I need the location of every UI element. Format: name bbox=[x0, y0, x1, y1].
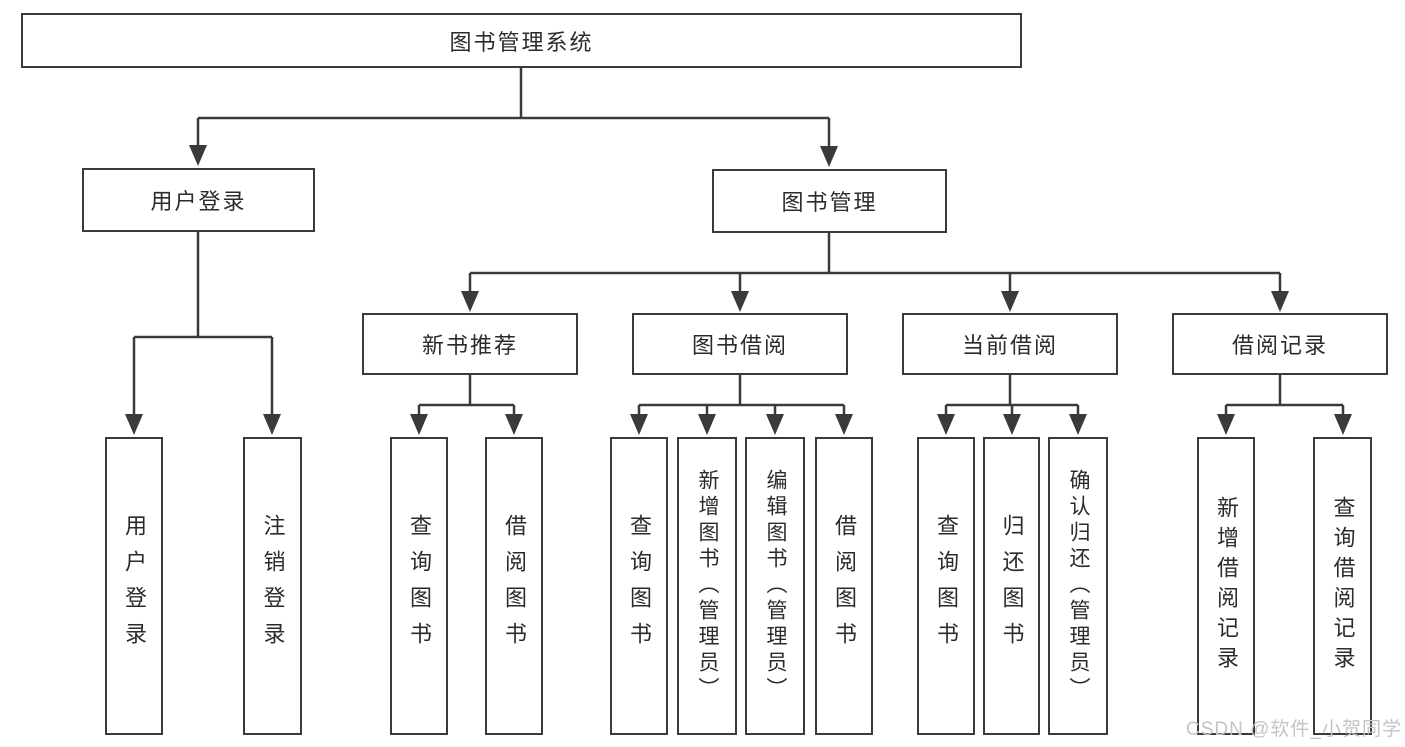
node-book-management: 图书管理 bbox=[712, 169, 947, 233]
leaf-add-book-admin: 新增图书（管理员） bbox=[677, 437, 737, 735]
node-label: 新增借阅记录 bbox=[1214, 496, 1239, 676]
arrowhead bbox=[461, 291, 479, 312]
connector-bookmgmt-to-level3 bbox=[468, 233, 1282, 293]
node-new-book-recommend: 新书推荐 bbox=[362, 313, 578, 375]
leaf-add-borrow-record: 新增借阅记录 bbox=[1197, 437, 1255, 735]
node-label: 确认归还（管理员） bbox=[1067, 469, 1090, 703]
node-label: 编辑图书（管理员） bbox=[764, 469, 787, 703]
arrowhead bbox=[698, 414, 716, 435]
node-label: 归还图书 bbox=[999, 514, 1025, 658]
arrowhead bbox=[630, 414, 648, 435]
node-label: 当前借阅 bbox=[961, 333, 1058, 358]
arrowhead bbox=[1217, 414, 1235, 435]
node-label: 新书推荐 bbox=[421, 333, 518, 358]
leaf-borrow-books-recommend: 借阅图书 bbox=[485, 437, 543, 735]
connector-login-to-leaves bbox=[132, 232, 274, 416]
leaf-confirm-return-admin: 确认归还（管理员） bbox=[1048, 437, 1108, 735]
csdn-watermark: CSDN @软件_小贺同学 bbox=[1186, 719, 1402, 740]
connector-root-to-level2 bbox=[196, 68, 831, 148]
arrowhead bbox=[189, 145, 207, 166]
connector-records-to-leaves bbox=[1224, 375, 1345, 416]
arrowhead bbox=[766, 414, 784, 435]
node-library-management-system: 图书管理系统 bbox=[21, 13, 1022, 68]
node-label: 图书借阅 bbox=[691, 333, 788, 358]
leaf-return-books: 归还图书 bbox=[983, 437, 1040, 735]
node-user-login: 用户登录 bbox=[82, 168, 315, 232]
arrowhead bbox=[937, 414, 955, 435]
connector-current-to-leaves bbox=[944, 375, 1080, 416]
leaf-logout: 注销登录 bbox=[243, 437, 302, 735]
node-label: 查询图书 bbox=[627, 514, 652, 658]
node-book-borrow: 图书借阅 bbox=[632, 313, 848, 375]
leaf-query-books-recommend: 查询图书 bbox=[390, 437, 448, 735]
leaf-borrow-books: 借阅图书 bbox=[815, 437, 873, 735]
arrowhead bbox=[263, 414, 281, 435]
connector-recommend-to-leaves bbox=[417, 375, 516, 416]
node-label: 借阅记录 bbox=[1231, 333, 1328, 358]
node-label: 注销登录 bbox=[260, 514, 286, 658]
arrowhead bbox=[1003, 414, 1021, 435]
node-label: 新增图书（管理员） bbox=[696, 469, 719, 703]
node-label: 借阅图书 bbox=[502, 514, 527, 658]
connector-borrow-to-leaves bbox=[637, 375, 846, 416]
node-label: 查询图书 bbox=[934, 514, 959, 658]
node-label: 图书管理系统 bbox=[449, 29, 594, 55]
leaf-user-login: 用户登录 bbox=[105, 437, 163, 735]
arrowhead bbox=[731, 291, 749, 312]
node-label: 查询借阅记录 bbox=[1330, 496, 1356, 676]
leaf-query-borrow-record: 查询借阅记录 bbox=[1313, 437, 1372, 735]
node-label: 借阅图书 bbox=[832, 514, 857, 658]
arrowhead bbox=[410, 414, 428, 435]
arrowhead bbox=[505, 414, 523, 435]
leaf-edit-book-admin: 编辑图书（管理员） bbox=[745, 437, 805, 735]
node-label: 图书管理 bbox=[781, 190, 878, 215]
node-label: 用户登录 bbox=[150, 189, 247, 214]
arrowhead bbox=[1334, 414, 1352, 435]
arrowhead bbox=[820, 146, 838, 167]
arrowhead bbox=[1069, 414, 1087, 435]
arrowhead bbox=[1271, 291, 1289, 312]
leaf-query-books-current: 查询图书 bbox=[917, 437, 975, 735]
node-label: 查询图书 bbox=[407, 514, 432, 658]
arrowhead bbox=[835, 414, 853, 435]
arrowhead bbox=[125, 414, 143, 435]
arrowhead bbox=[1001, 291, 1019, 312]
leaf-query-books-borrow: 查询图书 bbox=[610, 437, 668, 735]
node-borrow-records: 借阅记录 bbox=[1172, 313, 1388, 375]
node-label: 用户登录 bbox=[122, 514, 147, 658]
node-current-borrow: 当前借阅 bbox=[902, 313, 1118, 375]
